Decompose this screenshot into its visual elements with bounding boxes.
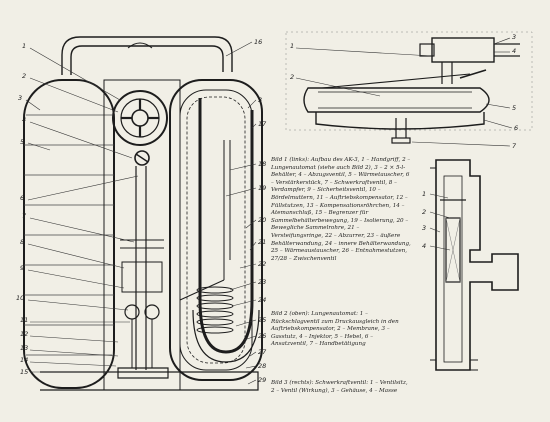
callout-29: 29 [258,376,266,384]
figure-3-leader-lines [429,193,451,251]
callout-13: 13 [20,344,28,352]
callout-20: 20 [258,216,266,224]
fig3-callout-3: 3 [422,224,426,232]
fig3-callout-1: 1 [422,190,426,198]
callout-16: 16 [254,38,262,46]
figure-3-callouts: 1 2 3 4 [422,190,426,250]
fig3-callout-2: 2 [422,208,426,216]
figure-1-apparatus [23,36,263,391]
callout-8: 8 [20,238,24,246]
callout-2: 2 [22,72,26,80]
callout-19: 19 [258,184,266,192]
fig3-callout-4: 4 [422,242,426,250]
callout-25: 25 [258,316,266,324]
callout-6: 6 [20,194,24,202]
fig2-callout-6: 6 [514,124,518,132]
figure-2-callouts: 1 2 3 4 5 6 7 [290,33,518,150]
fig2-callout-3: 3 [512,33,516,41]
callout-7: 7 [22,212,27,220]
callout-22: 22 [258,260,266,268]
callout-24: 24 [258,296,266,304]
callout-23: 23 [258,278,266,286]
figure-3-gravity-valve [430,159,519,371]
callout-9: 9 [20,264,24,272]
fig2-callout-7: 7 [512,142,517,150]
callout-28: 28 [258,362,266,370]
caption-bild-2: Bild 2 (oben): Lungenautomat: 1 – Rücksc… [271,311,399,348]
callout-14: 14 [20,356,28,364]
callout-11: 11 [20,316,28,324]
callout-17: 17 [258,120,267,128]
figure-2-leader-lines [295,37,513,147]
callout-5: 5 [20,138,24,146]
callout-26: 26 [258,332,266,340]
callout-10: 10 [16,294,24,302]
callout-15: 15 [20,368,28,376]
callout-3-right: 3 [258,96,262,104]
caption-bild-3: Bild 3 (rechts): Schwerkraftventil: 1 – … [271,380,408,394]
callout-18: 18 [258,160,266,168]
figure-1-leader-lines [25,41,257,385]
callout-27: 27 [258,348,267,356]
fig2-callout-1: 1 [290,42,294,50]
callout-21: 21 [258,238,266,246]
fig2-callout-5: 5 [512,104,516,112]
callout-12: 12 [20,330,28,338]
figure-1-callouts: 1 2 3 4 5 6 7 8 9 10 11 12 13 14 15 16 3… [16,38,267,384]
callout-1: 1 [22,42,26,50]
callout-3: 3 [18,94,22,102]
figure-2-valve [285,31,533,144]
fig2-callout-4: 4 [512,47,516,55]
fig2-callout-2: 2 [290,73,294,81]
caption-bild-1: Bild 1 (links): Aufbau des AK-3, 1 – Han… [271,157,411,262]
callout-4: 4 [22,116,26,124]
